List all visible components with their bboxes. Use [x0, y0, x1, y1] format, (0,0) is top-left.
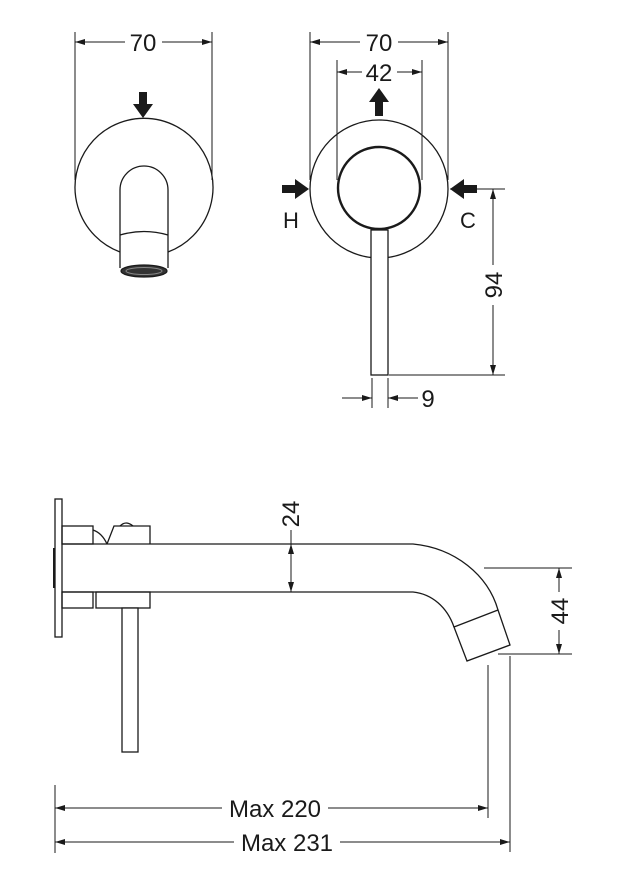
spout-front-view: 70 [74, 30, 214, 278]
max-projection-231-dimension: Max 231 [241, 830, 333, 857]
max-projection-220-dimension: Max 220 [229, 796, 321, 823]
aerator [120, 264, 168, 278]
spout-diameter-dimension: 24 [278, 501, 305, 528]
hot-inlet-arrow-icon [282, 179, 309, 199]
mixer-handle-hub [336, 145, 422, 231]
outlet-up-arrow-icon [369, 88, 389, 116]
spout-nozzle [453, 609, 511, 662]
handle-block [106, 525, 151, 545]
mixer-front-view: 70 42 H C 94 9 [282, 30, 508, 413]
side-lever [121, 607, 139, 753]
side-view: 24 44 Max 220 Max 231 [53, 498, 574, 857]
mixer-lever [370, 229, 389, 376]
wall-plate [54, 498, 63, 638]
spout-body [119, 165, 169, 268]
outlet-height-dimension: 44 [547, 598, 574, 625]
hot-label: H [283, 208, 299, 233]
cover-plate [74, 117, 214, 253]
spout-width-dimension: 70 [130, 30, 157, 57]
cold-label: C [460, 208, 476, 233]
lever-height-dimension: 94 [481, 272, 508, 299]
body-block-upper [61, 525, 94, 545]
lever-width-dimension: 9 [421, 386, 434, 413]
water-flow-arrow-icon [133, 92, 153, 118]
mixer-plate-width-dimension: 70 [366, 30, 393, 57]
handle-diameter-dimension: 42 [366, 60, 393, 87]
spout-side [62, 543, 499, 611]
